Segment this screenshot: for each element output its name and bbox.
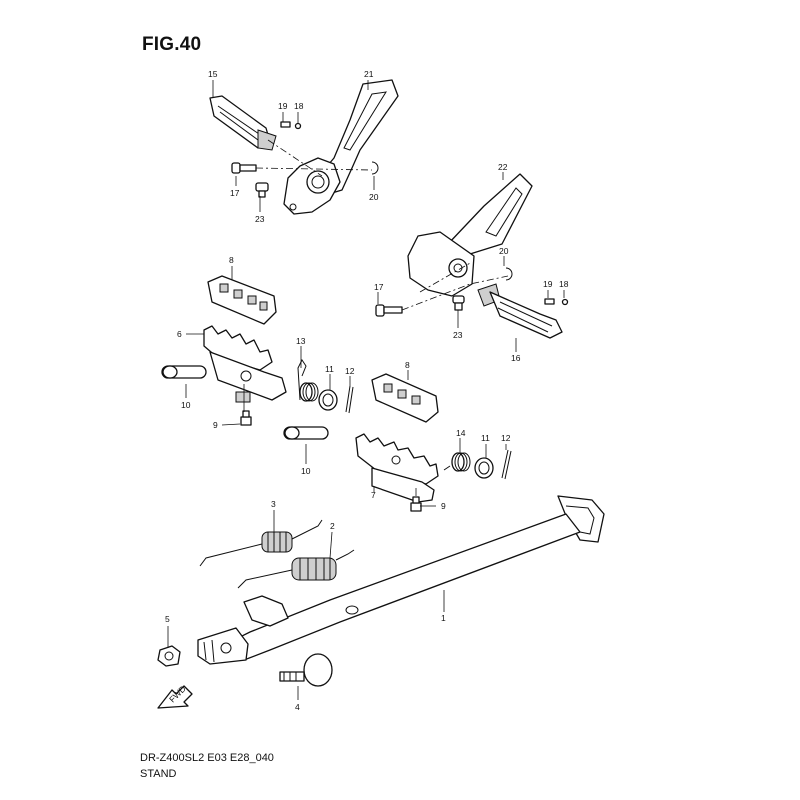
callout-7: 7 xyxy=(371,490,376,500)
callout-2: 2 xyxy=(330,521,335,531)
callout-17: 17 xyxy=(374,282,384,292)
callout-14: 14 xyxy=(456,428,466,438)
fwd-arrow-icon: FWD xyxy=(157,684,193,709)
callout-1: 1 xyxy=(441,613,446,623)
callout-5: 5 xyxy=(165,614,170,624)
cotter-12b xyxy=(501,449,512,480)
footpeg-rubber-8b xyxy=(371,373,439,423)
callout-19: 19 xyxy=(278,101,288,111)
footrest-bracket-right xyxy=(407,173,533,297)
callout-11: 11 xyxy=(325,364,334,374)
spring-3 xyxy=(199,519,323,567)
callout-15: 15 xyxy=(208,69,218,79)
callout-8: 8 xyxy=(405,360,410,370)
callout-23: 23 xyxy=(453,330,463,340)
footrest-right xyxy=(477,283,563,339)
callout-13: 13 xyxy=(296,336,306,346)
callout-9: 9 xyxy=(441,501,446,511)
pin-19a xyxy=(280,121,291,128)
callouts: 15 21 19 18 17 23 20 22 20 19 18 17 23 1… xyxy=(165,69,569,712)
bolt-23b xyxy=(452,295,465,311)
callout-20: 20 xyxy=(499,246,509,256)
cotter-18b xyxy=(561,298,569,306)
callout-6: 6 xyxy=(177,329,182,339)
nut-5 xyxy=(157,645,181,667)
bolt-17a xyxy=(231,162,257,174)
callout-23: 23 xyxy=(255,214,265,224)
footrest-bracket-left xyxy=(283,79,399,215)
cotter-18a xyxy=(294,122,302,130)
callout-18: 18 xyxy=(559,279,569,289)
footpeg-rubber-8a xyxy=(207,275,277,325)
callout-8: 8 xyxy=(229,255,234,265)
bolt-17b xyxy=(375,304,403,317)
callout-19: 19 xyxy=(543,279,553,289)
bolt-4 xyxy=(279,653,333,687)
spring-14 xyxy=(443,452,471,472)
leader-lines xyxy=(167,80,565,700)
callout-22: 22 xyxy=(498,162,508,172)
footpeg-6 xyxy=(203,325,287,403)
cotter-12a xyxy=(345,385,354,414)
bolt-23a xyxy=(255,182,269,198)
spring-2 xyxy=(237,549,355,589)
callout-16: 16 xyxy=(511,353,521,363)
clip-20a xyxy=(371,161,379,175)
callout-18: 18 xyxy=(294,101,304,111)
callout-20: 20 xyxy=(369,192,379,202)
callout-3: 3 xyxy=(271,499,276,509)
figure-title: FIG.40 xyxy=(142,34,202,55)
pin-19b xyxy=(544,298,555,305)
model-code-caption: DR-Z400SL2 E03 E28_040 xyxy=(140,752,274,764)
side-stand-1 xyxy=(197,495,605,665)
bolt-9a xyxy=(240,410,252,426)
callout-10: 10 xyxy=(181,400,191,410)
clip-20b xyxy=(505,267,513,281)
section-caption: STAND xyxy=(140,768,177,780)
callout-10: 10 xyxy=(301,466,311,476)
washer-11b xyxy=(474,457,494,479)
callout-12: 12 xyxy=(345,366,355,376)
pin-10b xyxy=(283,426,329,440)
callout-17: 17 xyxy=(230,188,240,198)
callout-11: 11 xyxy=(481,433,490,443)
washer-11a xyxy=(318,389,338,411)
callout-4: 4 xyxy=(295,702,300,712)
pin-10a xyxy=(161,365,207,379)
callout-12: 12 xyxy=(501,433,511,443)
footrest-left xyxy=(209,95,277,151)
callout-9: 9 xyxy=(213,420,218,430)
footpeg-7 xyxy=(355,433,439,503)
bolt-9b xyxy=(410,496,422,512)
callout-21: 21 xyxy=(364,69,374,79)
spring-13 xyxy=(297,359,319,402)
